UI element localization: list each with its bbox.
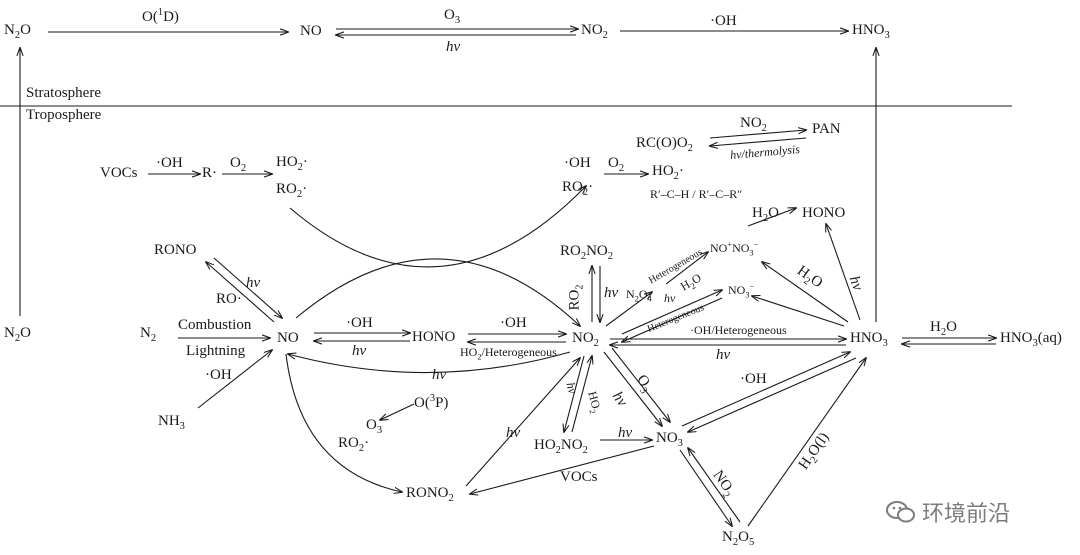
node-n2o5: N2O5 (722, 529, 755, 548)
label-hv-no2-no: hv (432, 367, 447, 383)
strat-hno3: HNO3 (852, 22, 890, 41)
label-hv-no2-hno3: hv (716, 347, 731, 363)
label-hv-no-hono: hv (352, 343, 367, 359)
label-oh-no3: ·OH (740, 371, 767, 387)
label-o2-right: O2 (608, 155, 625, 174)
node-no: NO (277, 330, 299, 346)
node-ro2no2: RO2NO2 (560, 243, 614, 262)
strat-hv-label: hv (446, 39, 461, 55)
watermark: 环境前沿 (886, 496, 1010, 528)
label-hv-ro2no2: hv (604, 285, 619, 301)
label-no2-pan: NO2 (740, 115, 767, 134)
node-hno3: HNO3 (850, 330, 888, 349)
stratosphere-label: Stratosphere (26, 85, 101, 101)
node-no3-minus: NO3− (728, 282, 755, 300)
label-oh-vocs: ·OH (156, 155, 183, 171)
label-ho2-het: HO2/Heterogeneous (460, 345, 557, 362)
node-n2o: N2O (4, 325, 31, 344)
node-hono: HONO (412, 329, 456, 345)
node-rono2: RONO2 (406, 485, 454, 504)
node-no2: NO2 (572, 330, 599, 349)
node-oh-right: ·OH (564, 155, 591, 171)
strat-o3-label: O3 (444, 7, 461, 26)
node-ho2no2: HO2NO2 (534, 437, 588, 456)
label-hv-rono2: hv (506, 425, 521, 441)
node-hno3-aq: HNO3(aq) (1000, 330, 1062, 349)
node-o3: O3 (366, 417, 383, 436)
label-oh-nh3: ·OH (205, 367, 232, 383)
node-ro2-left: RO2· (276, 181, 308, 200)
label-hv-rono: hv (246, 275, 261, 291)
label-oh-hono-no2: ·OH (500, 315, 527, 331)
label-combustion: Combustion (178, 317, 252, 333)
label-hv-ho2no2-no3: hv (618, 425, 633, 441)
chat-logo-icon (886, 501, 915, 523)
node-ho2-right: HO2· (652, 163, 684, 182)
node-ro2-right: RO2· (562, 179, 594, 198)
strat-no2: NO2 (581, 22, 608, 41)
label-hv-n2o4: hv (664, 291, 676, 305)
label-h2o-hono: H2O (752, 205, 779, 224)
label-vocs-rono2: VOCs (560, 469, 598, 485)
label-ro2-vertical: RO2 (566, 284, 586, 311)
node-nh3: NH3 (158, 413, 185, 432)
node-vocs: VOCs (100, 165, 138, 181)
node-pan: PAN (812, 121, 841, 137)
label-lightning: Lightning (186, 343, 246, 359)
node-n2: N2 (140, 325, 157, 344)
node-hono-right: HONO (802, 205, 846, 221)
node-r: R· (202, 165, 217, 181)
label-carbonyls: R′–C–H / R′–C–R″ (650, 187, 743, 201)
label-o2-left: O2 (230, 155, 247, 174)
label-o3p: O(3P) (414, 393, 449, 411)
watermark-text: 环境前沿 (922, 502, 1011, 527)
node-ho2-left: HO2· (276, 154, 308, 173)
node-no3: NO3 (656, 430, 683, 449)
node-rcoo2: RC(O)O2 (636, 135, 693, 154)
label-ro-rono: RO· (216, 291, 242, 307)
strat-no: NO (300, 23, 322, 39)
node-no-no3: NO+NO3− (710, 240, 759, 258)
label-oh-no-hono: ·OH (346, 315, 373, 331)
node-n2o4: N2O4 (626, 287, 652, 304)
strat-n2o: N2O (4, 22, 31, 41)
label-oh-het: ·OH/Heterogeneous (690, 323, 787, 337)
label-h2o-aq: H2O (930, 319, 957, 338)
strat-o1d-label: O(1D) (142, 7, 179, 25)
troposphere-label: Troposphere (26, 107, 102, 123)
node-rono: RONO (154, 242, 197, 258)
strat-oh-label: ·OH (710, 13, 737, 29)
node-ro2-bottom: RO2· (338, 435, 370, 454)
